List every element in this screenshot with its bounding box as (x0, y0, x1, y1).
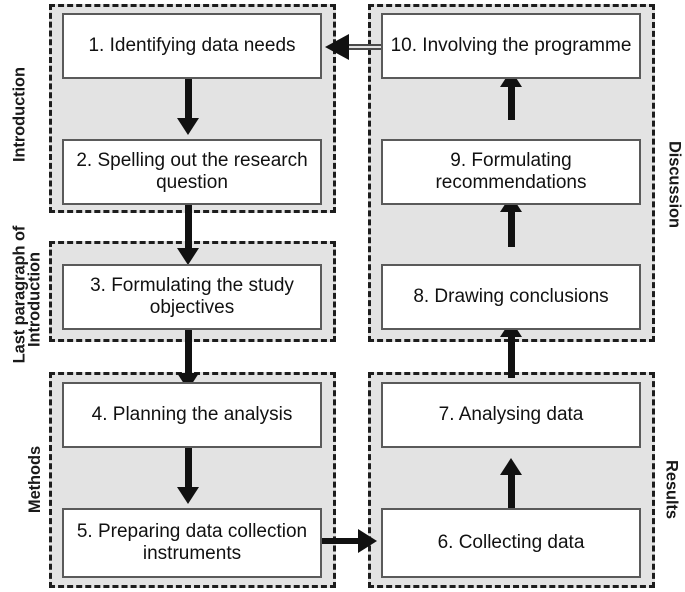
step-box-6-label: 6. Collecting data (437, 531, 585, 553)
arrow-head-1-to-2 (177, 118, 199, 135)
step-box-3-label: 3. Formulating the study objectives (90, 274, 294, 318)
arrow-shaft-1-to-2 (185, 79, 192, 121)
step-box-10[interactable]: 10. Involving the programme (381, 13, 641, 79)
side-label-introduction: Introduction (10, 66, 29, 163)
side-label-results: Results (662, 460, 681, 519)
arrow-head-2-to-3 (177, 248, 199, 265)
step-box-5-label: 5. Preparing data collection instruments (76, 520, 308, 564)
step-box-8[interactable]: 8. Drawing conclusions (381, 264, 641, 330)
arrow-shaft-10-to-1 (348, 44, 382, 50)
step-box-10-label: 10. Involving the programme (390, 34, 632, 56)
step-box-5[interactable]: 5. Preparing data collection instruments (62, 508, 322, 578)
side-label-introduction-last-paragraph: Introduction (25, 251, 44, 348)
arrow-shaft-8-to-9 (508, 205, 515, 247)
step-box-4-label: 4. Planning the analysis (91, 403, 293, 425)
side-label-discussion: Discussion (665, 140, 684, 229)
step-box-6[interactable]: 6. Collecting data (381, 508, 641, 578)
arrow-head-10-to-1 (325, 34, 349, 60)
step-box-2[interactable]: 2. Spelling out the research question (62, 139, 322, 205)
step-box-8-label: 8. Drawing conclusions (413, 285, 609, 307)
step-box-1-label: 1. Identifying data needs (88, 34, 296, 56)
arrow-shaft-9-to-10 (508, 80, 515, 120)
step-box-2-label: 2. Spelling out the research question (76, 149, 308, 193)
step-box-9[interactable]: 9. Formulating recommendations (381, 139, 641, 205)
arrow-shaft-7-to-8 (508, 330, 515, 378)
arrow-shaft-6-to-7 (508, 468, 515, 510)
arrow-shaft-3-to-4 (185, 330, 192, 378)
step-box-9-label: 9. Formulating recommendations (435, 149, 587, 193)
arrow-shaft-5-to-6 (322, 538, 367, 544)
arrow-shaft-2-to-3 (185, 205, 192, 253)
arrow-shaft-4-to-5 (185, 448, 192, 490)
step-box-3[interactable]: 3. Formulating the study objectives (62, 264, 322, 330)
step-box-7-label: 7. Analysing data (438, 403, 584, 425)
step-box-7[interactable]: 7. Analysing data (381, 382, 641, 448)
arrow-head-6-to-7 (500, 458, 522, 475)
arrow-head-4-to-5 (177, 487, 199, 504)
step-box-4[interactable]: 4. Planning the analysis (62, 382, 322, 448)
side-label-methods: Methods (26, 445, 44, 514)
arrow-head-5-to-6 (358, 529, 377, 553)
step-box-1[interactable]: 1. Identifying data needs (62, 13, 322, 79)
